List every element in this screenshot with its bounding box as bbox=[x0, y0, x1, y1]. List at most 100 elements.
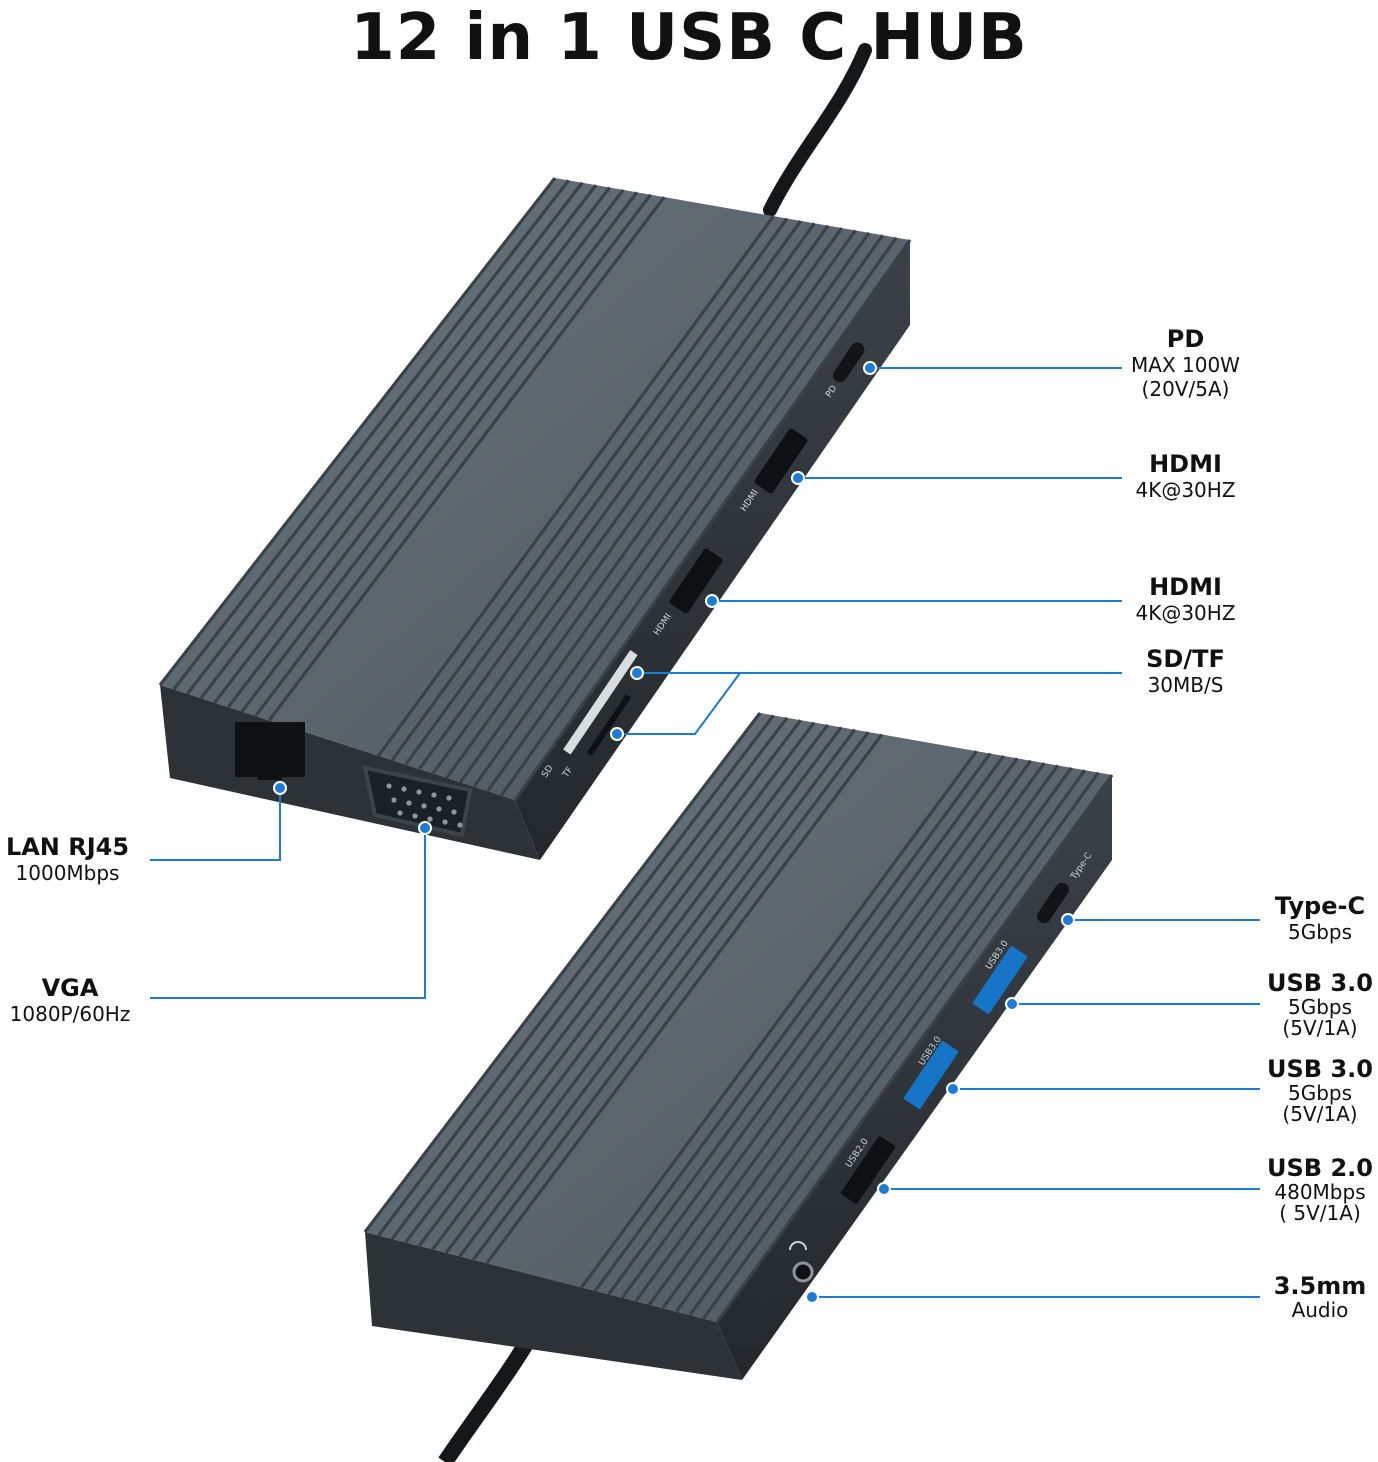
tf-callout-line bbox=[617, 672, 741, 735]
pd-dot bbox=[863, 361, 877, 375]
vga-callout-line-1: 1080P/60Hz bbox=[9, 1002, 131, 1026]
bottom-hub-fin bbox=[661, 764, 1060, 1310]
top-hub-fin bbox=[213, 186, 611, 704]
type-c-callout-heading: Type-C bbox=[1274, 892, 1366, 920]
hdmi-1-callout: HDMI 4K@30HZ bbox=[1123, 450, 1248, 502]
audio-dot bbox=[805, 1290, 819, 1304]
usb3-2-callout: USB 3.0 5Gbps (5V/1A) bbox=[1262, 1055, 1378, 1125]
bottom-hub-fin bbox=[620, 757, 1019, 1299]
pd-callout-line-2: (20V/5A) bbox=[1141, 377, 1230, 401]
bottom-hub-fin bbox=[715, 774, 1114, 1323]
sd-tf-callout: SD/TF 30MB/S bbox=[1123, 645, 1248, 697]
bottom-hub-fin bbox=[702, 771, 1100, 1320]
top-hub-fin bbox=[226, 188, 625, 709]
hdmi-2-dot bbox=[705, 594, 719, 608]
hdmi-1-dot bbox=[791, 471, 805, 485]
lan-callout: LAN RJ45 1000Mbps bbox=[0, 833, 135, 885]
bottom-hub-fin bbox=[444, 726, 843, 1254]
vga-pin bbox=[412, 813, 418, 819]
bottom-hub-fin bbox=[363, 712, 762, 1233]
top-hub-fin bbox=[500, 236, 898, 797]
vga-pin bbox=[416, 789, 422, 795]
usb3-port-1 bbox=[972, 946, 1028, 1014]
top-hub-right-face bbox=[515, 240, 910, 860]
top-hub-fin bbox=[513, 239, 912, 801]
top-hub-top-face bbox=[160, 178, 910, 800]
usb3-2-dot bbox=[946, 1082, 960, 1096]
tf-slot bbox=[586, 694, 632, 756]
top-cable bbox=[763, 43, 872, 217]
bottom-hub-fin bbox=[580, 750, 978, 1289]
pd-callout-line-1: MAX 100W bbox=[1131, 353, 1240, 377]
bottom-hub-fins bbox=[363, 712, 1114, 1323]
usb3-1-callout-line-2: (5V/1A) bbox=[1282, 1016, 1358, 1040]
headphone-icon bbox=[789, 1241, 807, 1251]
bottom-hub-fin bbox=[458, 728, 857, 1258]
usb3-1-callout-heading: USB 3.0 bbox=[1267, 969, 1373, 997]
top-hub-fin bbox=[158, 177, 557, 686]
bottom-hub-fin bbox=[675, 766, 1073, 1313]
usb3-1-callout: USB 3.0 5Gbps (5V/1A) bbox=[1262, 969, 1378, 1039]
top-hub-fin bbox=[267, 196, 666, 722]
type-c-dot bbox=[1061, 913, 1075, 927]
bottom-hub-fin bbox=[634, 759, 1033, 1303]
hdmi-2-callout-heading: HDMI bbox=[1149, 573, 1222, 601]
usb3-2-callout-line-2: (5V/1A) bbox=[1282, 1102, 1358, 1126]
pd-callout-heading: PD bbox=[1166, 325, 1205, 353]
vga-pins bbox=[386, 783, 463, 828]
bottom-hub-fin bbox=[688, 769, 1087, 1317]
usb2-callout-heading: USB 2.0 bbox=[1267, 1154, 1373, 1182]
vga-dot bbox=[418, 821, 432, 835]
lan-port bbox=[235, 722, 305, 777]
bottom-hub-fin bbox=[404, 719, 802, 1244]
usb3-2-callout-heading: USB 3.0 bbox=[1267, 1055, 1373, 1083]
page-title: 12 in 1 USB C HUB bbox=[350, 1, 1028, 75]
usb2-callout: USB 2.0 480Mbps ( 5V/1A) bbox=[1262, 1154, 1378, 1224]
sd-slot bbox=[563, 650, 638, 755]
vga-pin bbox=[451, 809, 457, 815]
top-hub-fin bbox=[404, 219, 803, 766]
bottom-hub-front-face bbox=[365, 1232, 742, 1380]
hdmi-2-callout-line-1: 4K@30HZ bbox=[1135, 601, 1236, 625]
audio-callout-line-1: Audio bbox=[1291, 1298, 1349, 1322]
vga-pin bbox=[446, 795, 452, 801]
callout-lines bbox=[150, 367, 1260, 1298]
bottom-hub-fin bbox=[485, 733, 884, 1265]
hdmi-1-callout-line-1: 4K@30HZ bbox=[1135, 478, 1236, 502]
usb3-1-dot bbox=[1005, 997, 1019, 1011]
audio-jack bbox=[792, 1261, 814, 1283]
bottom-hub-fin bbox=[607, 754, 1005, 1296]
bottom-hub-fin bbox=[472, 731, 870, 1261]
bottom-hub-right-face bbox=[717, 775, 1112, 1380]
usb3-1-callout-line-1: 5Gbps bbox=[1287, 995, 1353, 1019]
bottom-hub-fin bbox=[648, 762, 1046, 1306]
top-hub-fin bbox=[240, 191, 639, 713]
top-hub-fin bbox=[186, 181, 584, 695]
vga-callout: VGA 1080P/60Hz bbox=[0, 974, 140, 1026]
top-hub-fin bbox=[418, 222, 816, 770]
pd-callout: PD MAX 100W (20V/5A) bbox=[1123, 325, 1248, 401]
vga-pin bbox=[427, 816, 433, 822]
usb3-port-2 bbox=[903, 1041, 959, 1109]
vga-pin bbox=[431, 792, 437, 798]
usb2-port bbox=[840, 1136, 896, 1204]
top-hub-fin bbox=[459, 229, 857, 784]
bottom-hub-fin bbox=[390, 716, 789, 1240]
callout-dots bbox=[273, 361, 1075, 1304]
hdmi-1-callout-heading: HDMI bbox=[1149, 450, 1222, 478]
hdmi-port-1 bbox=[754, 428, 808, 494]
top-hub-fin bbox=[390, 217, 789, 762]
hdmi-2-callout: HDMI 4K@30HZ bbox=[1123, 573, 1248, 625]
vga-pin bbox=[391, 797, 397, 803]
bottom-hub-fin bbox=[377, 714, 775, 1237]
top-hub-fin bbox=[254, 193, 652, 717]
pd-port bbox=[833, 342, 865, 383]
lan-dot bbox=[273, 781, 287, 795]
usb2-callout-line-2: ( 5V/1A) bbox=[1279, 1201, 1361, 1225]
vga-pin bbox=[401, 786, 407, 792]
type-c-port bbox=[1037, 882, 1069, 924]
sd-tf-callout-heading: SD/TF bbox=[1146, 645, 1225, 673]
top-hub-fins bbox=[158, 177, 912, 801]
usb2-callout-line-1: 480Mbps bbox=[1274, 1180, 1366, 1204]
lan-port-tab bbox=[258, 772, 282, 780]
